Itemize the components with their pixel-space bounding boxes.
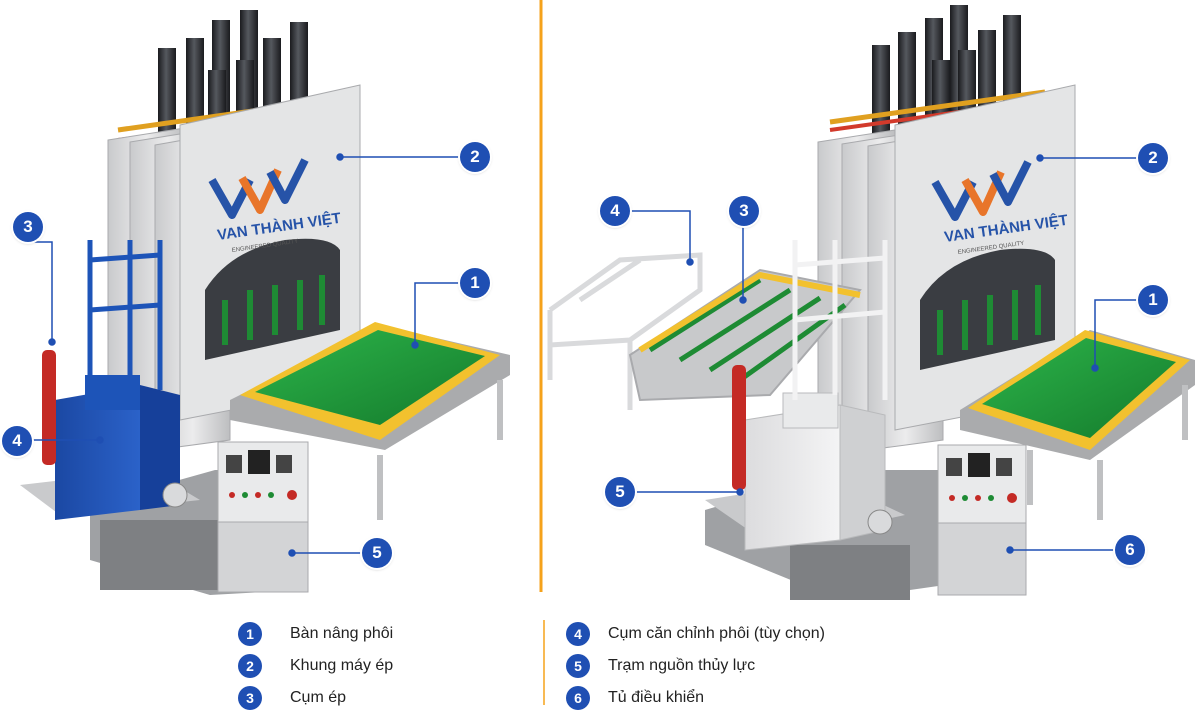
legend-label: Cụm ép <box>290 689 347 706</box>
legend-label: Tủ điều khiển <box>608 689 705 706</box>
legend-item: 3 Cụm ép <box>238 684 346 712</box>
left-base-front <box>100 520 220 590</box>
legend-item: 2 Khung máy ép <box>238 652 393 680</box>
left-loading-table <box>230 322 510 520</box>
right-marker-2: 2 <box>1138 143 1168 173</box>
left-marker-4: 4 <box>2 426 32 456</box>
left-extinguisher <box>42 350 56 465</box>
legend-number: 4 <box>566 622 590 646</box>
legend-number: 3 <box>238 686 262 710</box>
left-marker-3: 3 <box>13 212 43 242</box>
left-hydraulic-unit <box>20 240 200 520</box>
left-machine: VAN THÀNH VIỆT ENGINEERED QUALITY <box>20 10 510 595</box>
legend-label: Khung máy ép <box>290 657 394 674</box>
legend-label: Bàn nâng phôi <box>290 625 394 642</box>
left-marker-5: 5 <box>362 538 392 568</box>
right-alignment-unit <box>547 252 862 410</box>
legend-number: 6 <box>566 686 590 710</box>
legend-label: Cụm căn chỉnh phôi (tùy chọn) <box>608 625 825 642</box>
right-marker-6: 6 <box>1115 535 1145 565</box>
left-marker-1: 1 <box>460 268 490 298</box>
left-control-cabinet <box>217 441 309 593</box>
right-marker-3: 3 <box>729 196 759 226</box>
legend-number: 2 <box>238 654 262 678</box>
right-hydraulic-unit <box>705 240 905 551</box>
legend-number: 5 <box>566 654 590 678</box>
legend-item: 6 Tủ điều khiển <box>566 684 704 712</box>
legend-label: Trạm nguồn thủy lực <box>608 657 756 674</box>
leader-lines <box>28 153 1138 557</box>
right-control-cabinet <box>937 444 1027 596</box>
right-marker-1: 1 <box>1138 285 1168 315</box>
legend-number: 1 <box>238 622 262 646</box>
right-loading-table <box>960 330 1195 520</box>
right-machine: VAN THÀNH VIỆT ENGINEERED QUALITY <box>547 5 1195 600</box>
right-marker-5: 5 <box>605 477 635 507</box>
legend-item: 4 Cụm căn chỉnh phôi (tùy chọn) <box>566 620 825 648</box>
left-marker-2: 2 <box>460 142 490 172</box>
right-marker-4: 4 <box>600 196 630 226</box>
legend-item: 5 Trạm nguồn thủy lực <box>566 652 755 680</box>
legend-item: 1 Bàn nâng phôi <box>238 620 393 648</box>
